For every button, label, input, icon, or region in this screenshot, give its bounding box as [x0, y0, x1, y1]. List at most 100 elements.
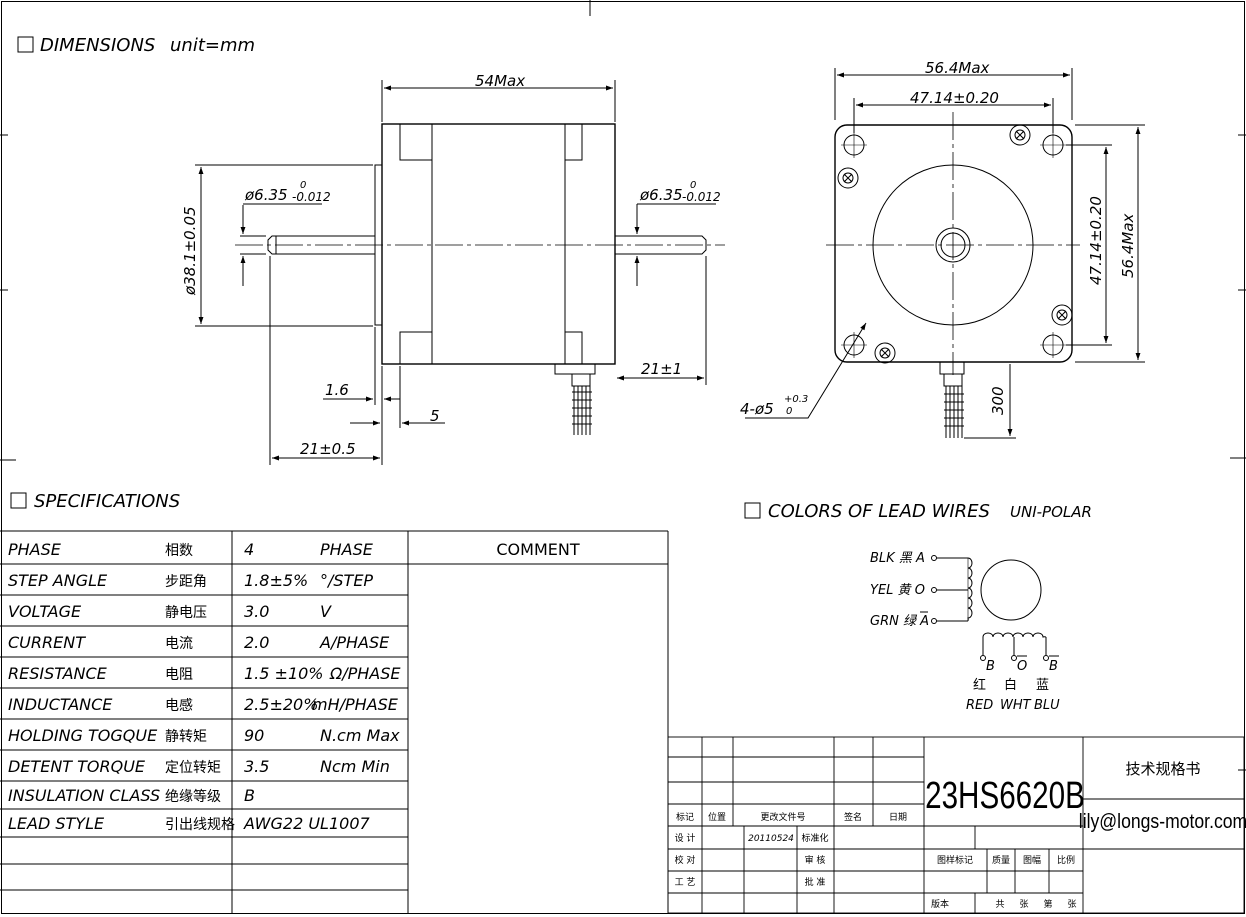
tb-attr-quality: 质量: [992, 854, 1010, 866]
spec-value-3: 2.0: [244, 633, 269, 652]
tb-approve: 批 准: [805, 876, 826, 888]
model-number: 23HS6620B: [925, 775, 1085, 817]
spec-table-grid: [0, 530, 669, 913]
spec-unit-2: V: [320, 602, 332, 621]
spec-value-1: 1.8±5%: [244, 571, 308, 590]
tb-attr-mark: 图样标记: [937, 854, 973, 866]
unipolar-label: UNI-POLAR: [1010, 503, 1092, 521]
dim-shaft-right-len: 21±1: [641, 360, 682, 378]
spec-cn-6: 静转矩: [165, 729, 207, 745]
motor-front-view: [745, 68, 1145, 439]
specifications-checkbox: [10, 492, 27, 509]
spec-value-5: 2.5±20%: [244, 695, 318, 714]
spec-value-2: 3.0: [244, 602, 269, 621]
spec-name-3: CURRENT: [8, 633, 86, 652]
dim-tol-lower-left: -0.012: [292, 190, 331, 204]
wire-yel: YEL 黄 O: [870, 583, 925, 598]
tb-process: 工 艺: [675, 877, 696, 888]
lead-colors-heading: COLORS OF LEAD WIRES: [768, 501, 990, 522]
doc-title: 技术规格书: [1125, 760, 1200, 778]
specifications-heading: SPECIFICATIONS: [34, 491, 180, 512]
spec-unit-1: °/STEP: [320, 571, 373, 590]
screw-icons: [837, 124, 1073, 364]
wire-cn-wht: 白: [1004, 677, 1017, 693]
tb-nth: 第: [1043, 898, 1052, 910]
dim-tol-upper-right: 0: [690, 180, 696, 191]
spec-name-1: STEP ANGLE: [8, 571, 108, 590]
dimensions-checkbox: [17, 36, 34, 53]
spec-name-7: DETENT TORQUE: [8, 757, 146, 776]
lead-colors-checkbox: [744, 502, 761, 519]
spec-unit-7: Ncm Min: [320, 757, 390, 776]
dimensions-heading: DIMENSIONS: [40, 35, 155, 56]
dim-shaft-left-len: 21±0.5: [300, 440, 356, 458]
wire-sig-bbar: B: [1049, 659, 1058, 674]
spec-name-9: LEAD STYLE: [8, 814, 105, 833]
wire-en-blu: BLU: [1034, 698, 1060, 713]
dim-shaft-dia-right: ø6.35: [639, 186, 683, 204]
dim-lead-len: 300: [989, 386, 1007, 415]
spec-name-2: VOLTAGE: [8, 602, 82, 621]
spec-name-5: INDUCTANCE: [8, 695, 113, 714]
wire-sig-b: B: [986, 659, 995, 674]
spec-unit-6: N.cm Max: [320, 726, 400, 745]
spec-value-0: 4: [244, 540, 254, 559]
tb-attr-scale: 比例: [1057, 854, 1075, 866]
comment-header: COMMENT: [496, 540, 579, 559]
spec-value-7: 3.5: [244, 757, 269, 776]
wiring-schematic: [931, 555, 1049, 661]
spec-name-4: RESISTANCE: [8, 664, 108, 683]
spec-unit-0: PHASE: [320, 540, 374, 559]
spec-value-6: 90: [244, 726, 264, 745]
wire-en-red: RED: [966, 698, 993, 713]
contact-email: lily@longs-motor.com: [1079, 810, 1246, 832]
dim-holes-tol-upper: +0.3: [784, 394, 808, 405]
tb-total: 共: [995, 899, 1004, 910]
dim-width: 56.4Max: [925, 59, 990, 77]
tb-col-change: 更改文件号: [760, 811, 805, 823]
spec-unit-4: Ω/PHASE: [329, 664, 401, 683]
dim-shaft-dia-left: ø6.35: [244, 186, 288, 204]
tb-std: 标准化: [801, 832, 828, 844]
dim-holes-tol-lower: 0: [786, 406, 792, 417]
tb-design: 设 计: [675, 832, 696, 844]
spec-rows: PHASE 相数 4 PHASE STEP ANGLE 步距角 1.8±5% °/STEP VO…: [8, 540, 401, 833]
spec-name-0: PHASE: [8, 540, 62, 559]
tb-check: 校 对: [675, 854, 696, 866]
dim-tol-lower-right: -0.012: [682, 190, 721, 204]
spec-cn-1: 步距角: [165, 574, 207, 590]
title-block-grid: [667, 736, 1245, 914]
dim-flange-thk: 1.6: [325, 381, 349, 399]
dim-hole-spacing-h: 47.14±0.20: [910, 89, 999, 107]
spec-cn-7: 定位转矩: [165, 760, 221, 776]
motor-side-view: [195, 80, 725, 465]
mounting-holes: [841, 132, 1066, 358]
spec-name-6: HOLDING TOGQUE: [8, 726, 158, 745]
dim-height: 56.4Max: [1119, 213, 1137, 278]
spec-cn-8: 绝缘等级: [165, 788, 221, 805]
tb-sheets2: 张: [1067, 899, 1076, 910]
tb-attr-size: 图幅: [1023, 854, 1041, 866]
spec-cn-0: 相数: [165, 543, 193, 559]
dim-holes: 4-ø5: [740, 400, 774, 418]
spec-unit-5: mH/PHASE: [312, 695, 399, 714]
spec-cn-5: 电感: [165, 697, 193, 714]
tb-sheets1: 张: [1019, 899, 1028, 910]
dim-pilot-dia: ø38.1±0.05: [181, 206, 199, 296]
tb-col-date: 日期: [889, 812, 907, 823]
spec-value-8: B: [244, 786, 255, 805]
spec-cn-9: 引出线规格: [165, 817, 235, 833]
dim-hole-spacing-v: 47.14±0.20: [1087, 196, 1105, 285]
spec-unit-3: A/PHASE: [319, 633, 390, 652]
tb-review: 审 核: [805, 854, 826, 866]
dim-boss-len: 5: [430, 407, 440, 425]
wire-cn-blu: 蓝: [1036, 678, 1049, 693]
spec-cn-4: 电阻: [165, 667, 193, 683]
unit-label: unit=mm: [170, 35, 255, 56]
spec-name-8: INSULATION CLASS: [8, 786, 160, 805]
spec-cn-2: 静电压: [165, 605, 207, 621]
wire-grn: GRN 绿 A: [870, 614, 929, 629]
wire-cn-red: 红: [973, 677, 986, 693]
tb-col-mark: 标记: [676, 811, 694, 823]
wire-blk: BLK 黑 A: [870, 551, 925, 566]
